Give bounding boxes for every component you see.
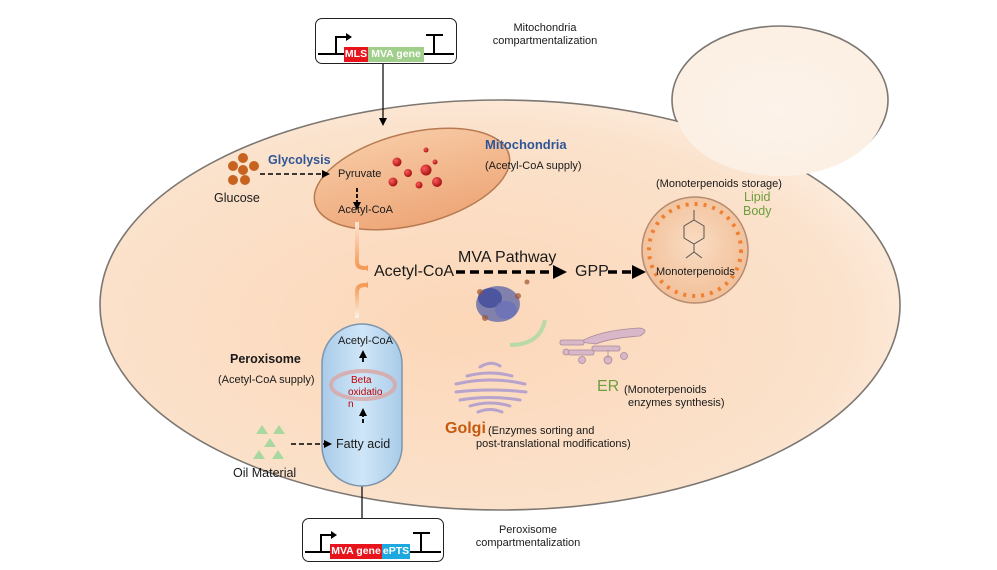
peroxisome-title: Peroxisome <box>230 352 301 366</box>
mitochondria-gene-construct: MLS MVA gene <box>315 18 457 64</box>
gpp-label: GPP <box>575 263 609 280</box>
caption-line: Mitochondria <box>513 22 577 34</box>
mva-pathway-label: MVA Pathway <box>458 249 557 266</box>
mls-segment: MLS <box>344 47 368 62</box>
beta-oxidation-line: n <box>348 399 354 410</box>
lipid-storage-note: (Monoterpenoids storage) <box>656 178 782 190</box>
caption-line: compartmentalization <box>492 35 598 47</box>
peroxisome-gene-construct: MVA gene ePTS <box>302 518 444 562</box>
lipid-body-name: Lipid Body <box>743 190 772 218</box>
enzyme-protein-icon <box>476 279 547 347</box>
central-acetyl-coa-label: Acetyl-CoA <box>374 263 455 280</box>
lipid-body-name-line: Body <box>743 204 772 218</box>
fatty-acid-label: Fatty acid <box>336 437 391 451</box>
monoterpene-structure-icon <box>683 210 705 259</box>
peroxisome <box>321 323 403 487</box>
golgi-description: (Enzymes sorting and post-translational … <box>476 425 631 451</box>
mito-compartment-caption: Mitochondria compartmentalization <box>470 22 620 48</box>
glucose-label: Glucose <box>214 191 260 205</box>
mitochondria <box>313 127 511 231</box>
lipid-body-membrane <box>647 202 743 298</box>
mitochondria-title: Mitochondria <box>485 137 567 152</box>
epts-segment: ePTS <box>382 544 410 559</box>
mito-acetyl-coa-label: Acetyl-CoA <box>338 204 394 216</box>
mva-gene-segment: MVA gene <box>330 544 382 559</box>
perox-compartment-caption: Peroxisome compartmentalization <box>453 524 603 550</box>
er-icon <box>559 327 646 365</box>
beta-oxidation-cycle-icon <box>329 369 397 401</box>
monoterpenoids-label: Monoterpenoids <box>656 266 735 278</box>
golgi-name: Golgi <box>445 420 486 437</box>
golgi-description-line: post-translational modifications) <box>476 438 631 450</box>
perox-acetyl-coa-label: Acetyl-CoA <box>338 335 394 347</box>
beta-oxidation-line: Beta <box>351 375 372 386</box>
beta-oxidation-label: Beta oxidatio n <box>348 375 382 411</box>
lipid-body-name-line: Lipid <box>744 190 771 204</box>
glycolysis-label: Glycolysis <box>268 153 331 167</box>
glucose-icon <box>228 153 259 185</box>
caption-line: Peroxisome <box>498 524 558 536</box>
golgi-description-line: (Enzymes sorting and <box>488 425 595 437</box>
caption-line: compartmentalization <box>475 537 581 549</box>
oil-material-label: Oil Material <box>233 466 297 480</box>
oil-material-icon <box>253 425 285 459</box>
peroxisome-subtitle: (Acetyl-CoA supply) <box>218 374 315 386</box>
mitochondria-particles <box>388 147 442 189</box>
er-description: (Monoterpenoids enzymes synthesis) <box>624 384 725 410</box>
er-description-line: (Monoterpenoids <box>624 384 707 396</box>
er-description-line: enzymes synthesis) <box>628 397 725 409</box>
mva-gene-segment: MVA gene <box>368 47 424 62</box>
lipid-body <box>641 196 749 304</box>
er-name: ER <box>597 378 620 395</box>
beta-oxidation-line: oxidatio <box>348 387 383 398</box>
mitochondria-subtitle: (Acetyl-CoA supply) <box>485 160 582 172</box>
pyruvate-label: Pyruvate <box>338 168 382 180</box>
golgi-icon <box>454 361 528 414</box>
